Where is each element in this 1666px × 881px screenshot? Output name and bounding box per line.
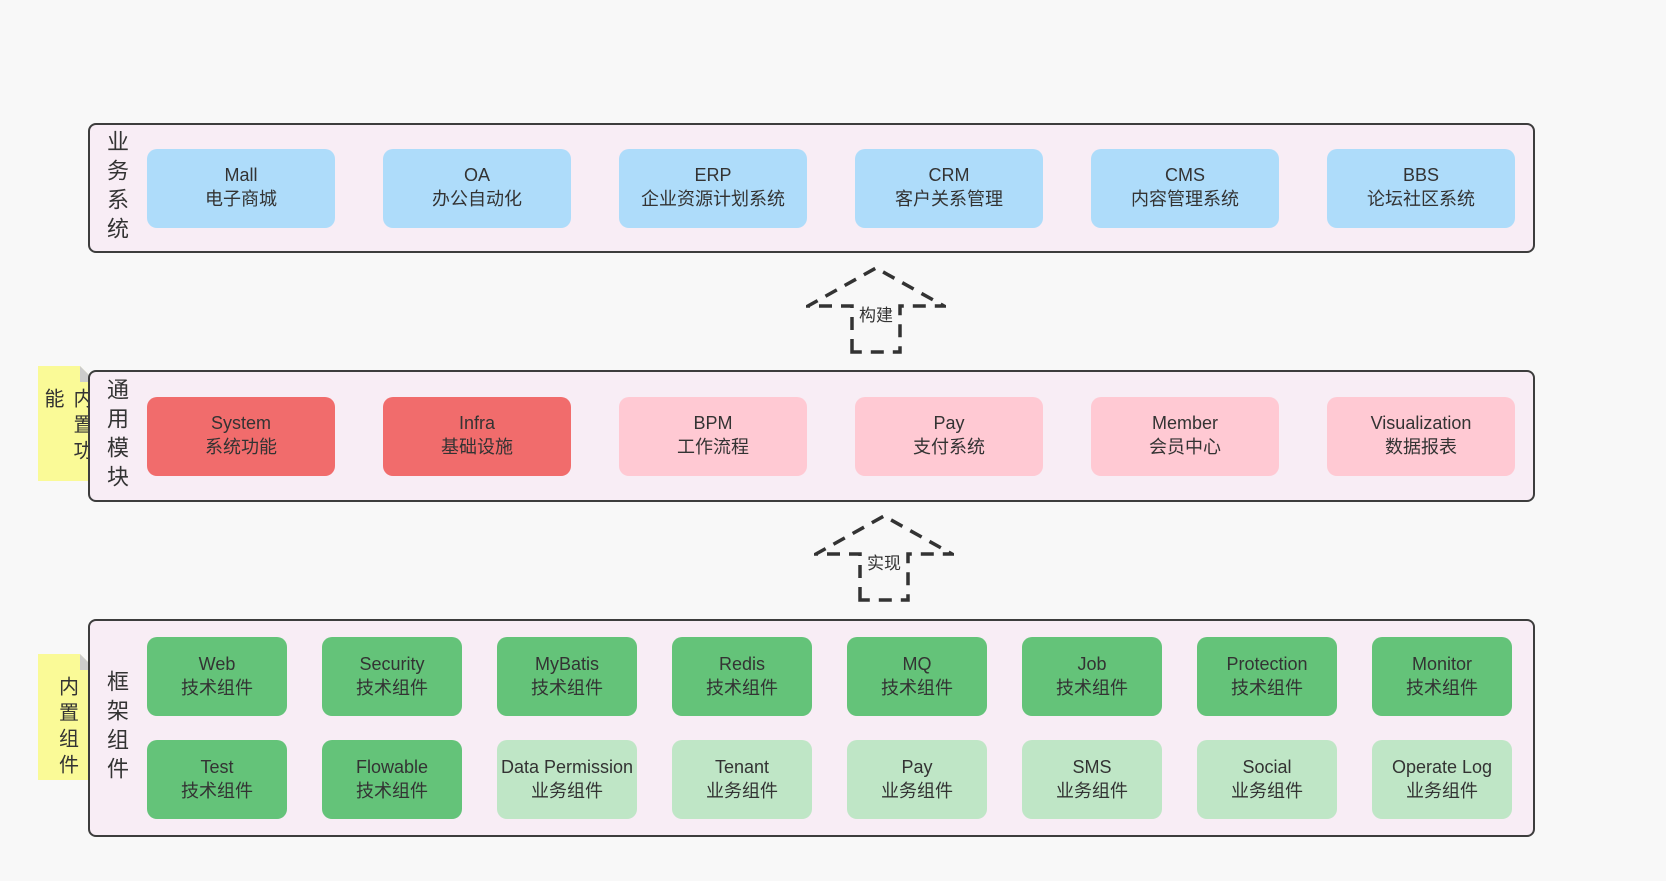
box-security: Security 技术组件 — [322, 637, 462, 716]
box-test: Test 技术组件 — [147, 740, 287, 819]
panel-business-systems: 业务系统 Mall 电子商城 OA 办公自动化 ERP 企业资源计划系统 CRM… — [88, 123, 1535, 253]
box-data-permission: Data Permission 业务组件 — [497, 740, 637, 819]
panel-business-systems-label: 业务系统 — [104, 130, 129, 246]
framework-components-row-1: Web 技术组件 Security 技术组件 MyBatis 技术组件 Redi… — [147, 637, 1512, 716]
box-erp: ERP 企业资源计划系统 — [619, 148, 807, 228]
box-monitor: Monitor 技术组件 — [1372, 637, 1512, 716]
note-builtin-components-label: 内置组件 — [55, 676, 78, 780]
common-modules-row: System 系统功能 Infra 基础设施 BPM 工作流程 Pay 支付系统… — [147, 396, 1515, 476]
box-mall: Mall 电子商城 — [147, 148, 335, 228]
note-builtin-features-label: 内置功能 — [41, 388, 92, 466]
panel-framework-components: 框架组件 Web 技术组件 Security 技术组件 MyBatis 技术组件… — [88, 619, 1535, 837]
up-arrow-icon — [814, 514, 954, 602]
arrow-implement-label: 实现 — [865, 548, 903, 575]
box-mybatis: MyBatis 技术组件 — [497, 637, 637, 716]
business-systems-row: Mall 电子商城 OA 办公自动化 ERP 企业资源计划系统 CRM 客户关系… — [147, 148, 1515, 228]
panel-business-systems-rows: Mall 电子商城 OA 办公自动化 ERP 企业资源计划系统 CRM 客户关系… — [147, 125, 1515, 251]
box-pay-component: Pay 业务组件 — [847, 740, 987, 819]
box-visualization: Visualization 数据报表 — [1327, 396, 1515, 476]
box-operate-log: Operate Log 业务组件 — [1372, 740, 1512, 819]
box-redis: Redis 技术组件 — [672, 637, 812, 716]
panel-framework-components-label: 框架组件 — [104, 670, 129, 786]
up-arrow-icon — [806, 266, 946, 354]
framework-components-row-2: Test 技术组件 Flowable 技术组件 Data Permission … — [147, 740, 1512, 819]
box-member: Member 会员中心 — [1091, 396, 1279, 476]
panel-common-modules: 通用模块 System 系统功能 Infra 基础设施 BPM 工作流程 Pay… — [88, 370, 1535, 502]
box-mq: MQ 技术组件 — [847, 637, 987, 716]
box-protection: Protection 技术组件 — [1197, 637, 1337, 716]
box-bbs: BBS 论坛社区系统 — [1327, 148, 1515, 228]
box-flowable: Flowable 技术组件 — [322, 740, 462, 819]
box-tenant: Tenant 业务组件 — [672, 740, 812, 819]
box-cms: CMS 内容管理系统 — [1091, 148, 1279, 228]
box-job: Job 技术组件 — [1022, 637, 1162, 716]
box-web: Web 技术组件 — [147, 637, 287, 716]
box-oa: OA 办公自动化 — [383, 148, 571, 228]
box-pay-module: Pay 支付系统 — [855, 396, 1043, 476]
arrow-build-label: 构建 — [857, 300, 895, 327]
box-sms: SMS 业务组件 — [1022, 740, 1162, 819]
box-bpm: BPM 工作流程 — [619, 396, 807, 476]
panel-common-modules-rows: System 系统功能 Infra 基础设施 BPM 工作流程 Pay 支付系统… — [147, 372, 1515, 500]
arrow-implement: 实现 — [814, 514, 954, 602]
box-social: Social 业务组件 — [1197, 740, 1337, 819]
panel-common-modules-label: 通用模块 — [104, 378, 129, 494]
box-crm: CRM 客户关系管理 — [855, 148, 1043, 228]
box-system: System 系统功能 — [147, 396, 335, 476]
arrow-build: 构建 — [806, 266, 946, 354]
panel-framework-components-rows: Web 技术组件 Security 技术组件 MyBatis 技术组件 Redi… — [147, 621, 1512, 835]
box-infra: Infra 基础设施 — [383, 396, 571, 476]
